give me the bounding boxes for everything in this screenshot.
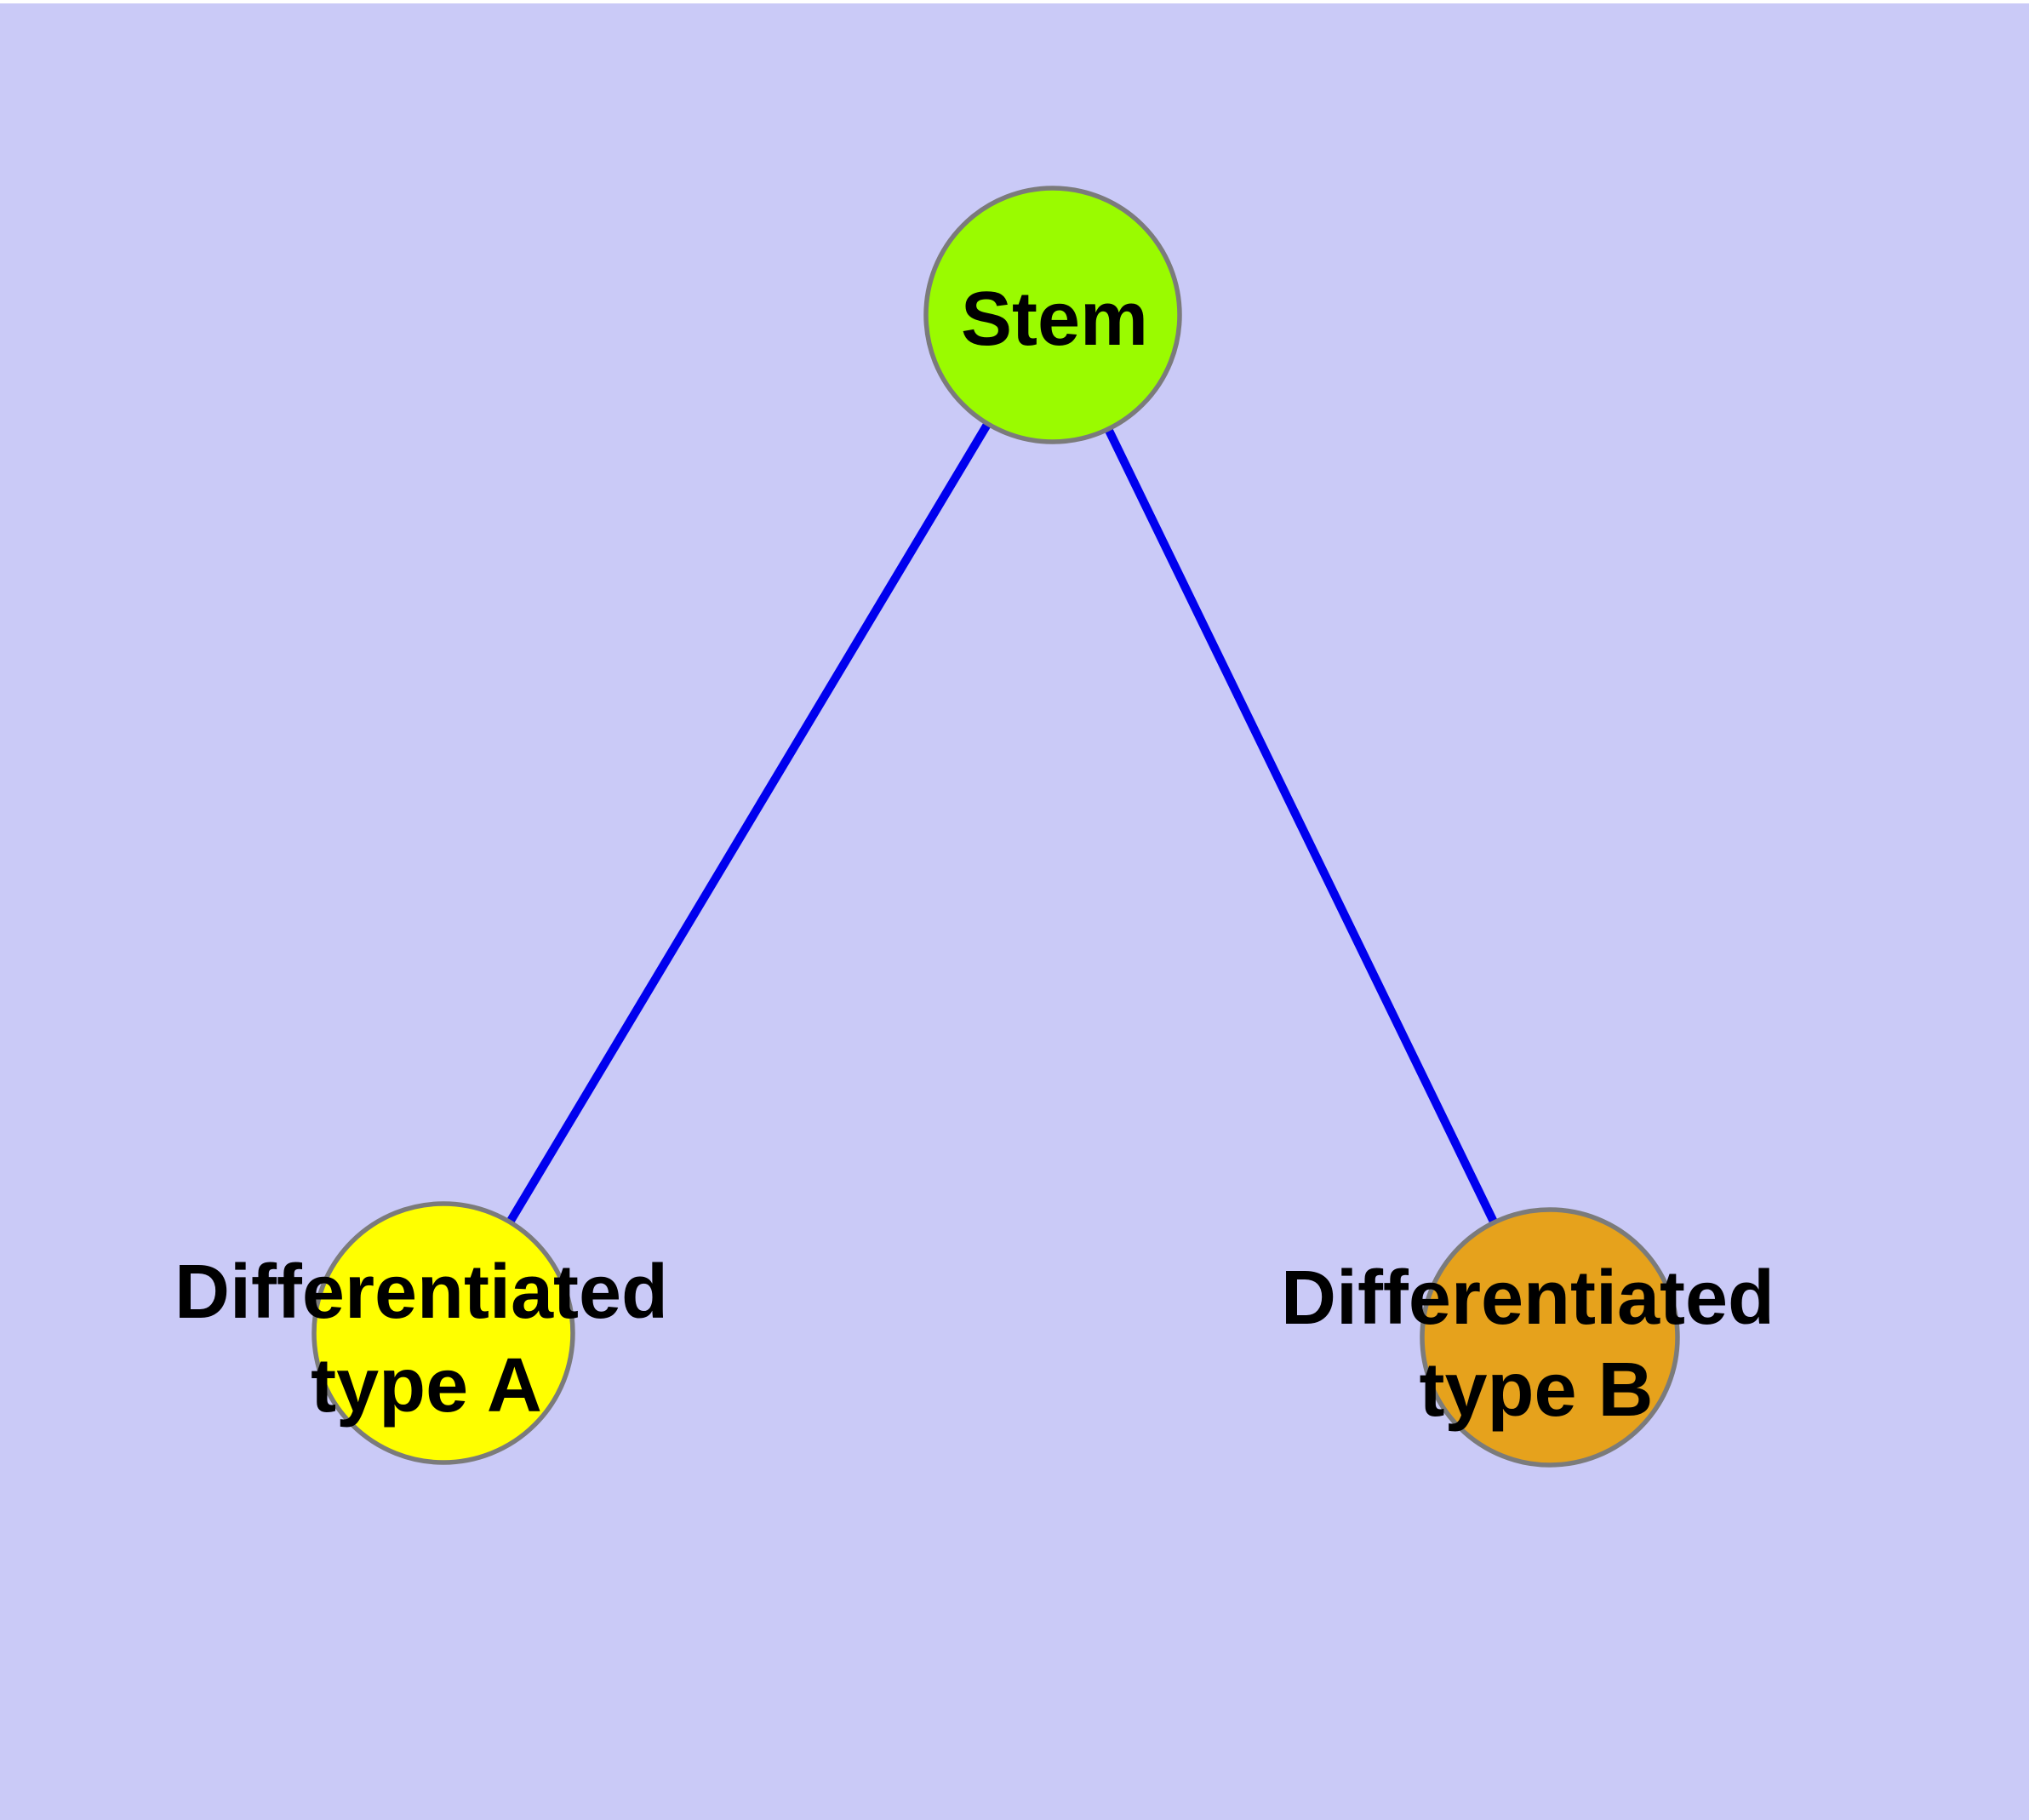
node-stem-circle: [923, 186, 1182, 444]
node-type-b-label-line2: type B: [1419, 1348, 1653, 1433]
node-type-a-label-line1: Differentiated: [174, 1250, 668, 1335]
node-stem-label: Stem: [961, 277, 1148, 362]
node-type-a-label-line2: type A: [311, 1343, 542, 1428]
node-type-a-circle: [311, 1201, 575, 1465]
top-border-strip: [0, 0, 2029, 3]
edge-stem-to-type-a: [439, 312, 1057, 1336]
node-type-b-label-line1: Differentiated: [1281, 1256, 1775, 1341]
edge-stem-to-type-b: [1049, 312, 1554, 1340]
node-type-b-circle: [1420, 1207, 1680, 1468]
